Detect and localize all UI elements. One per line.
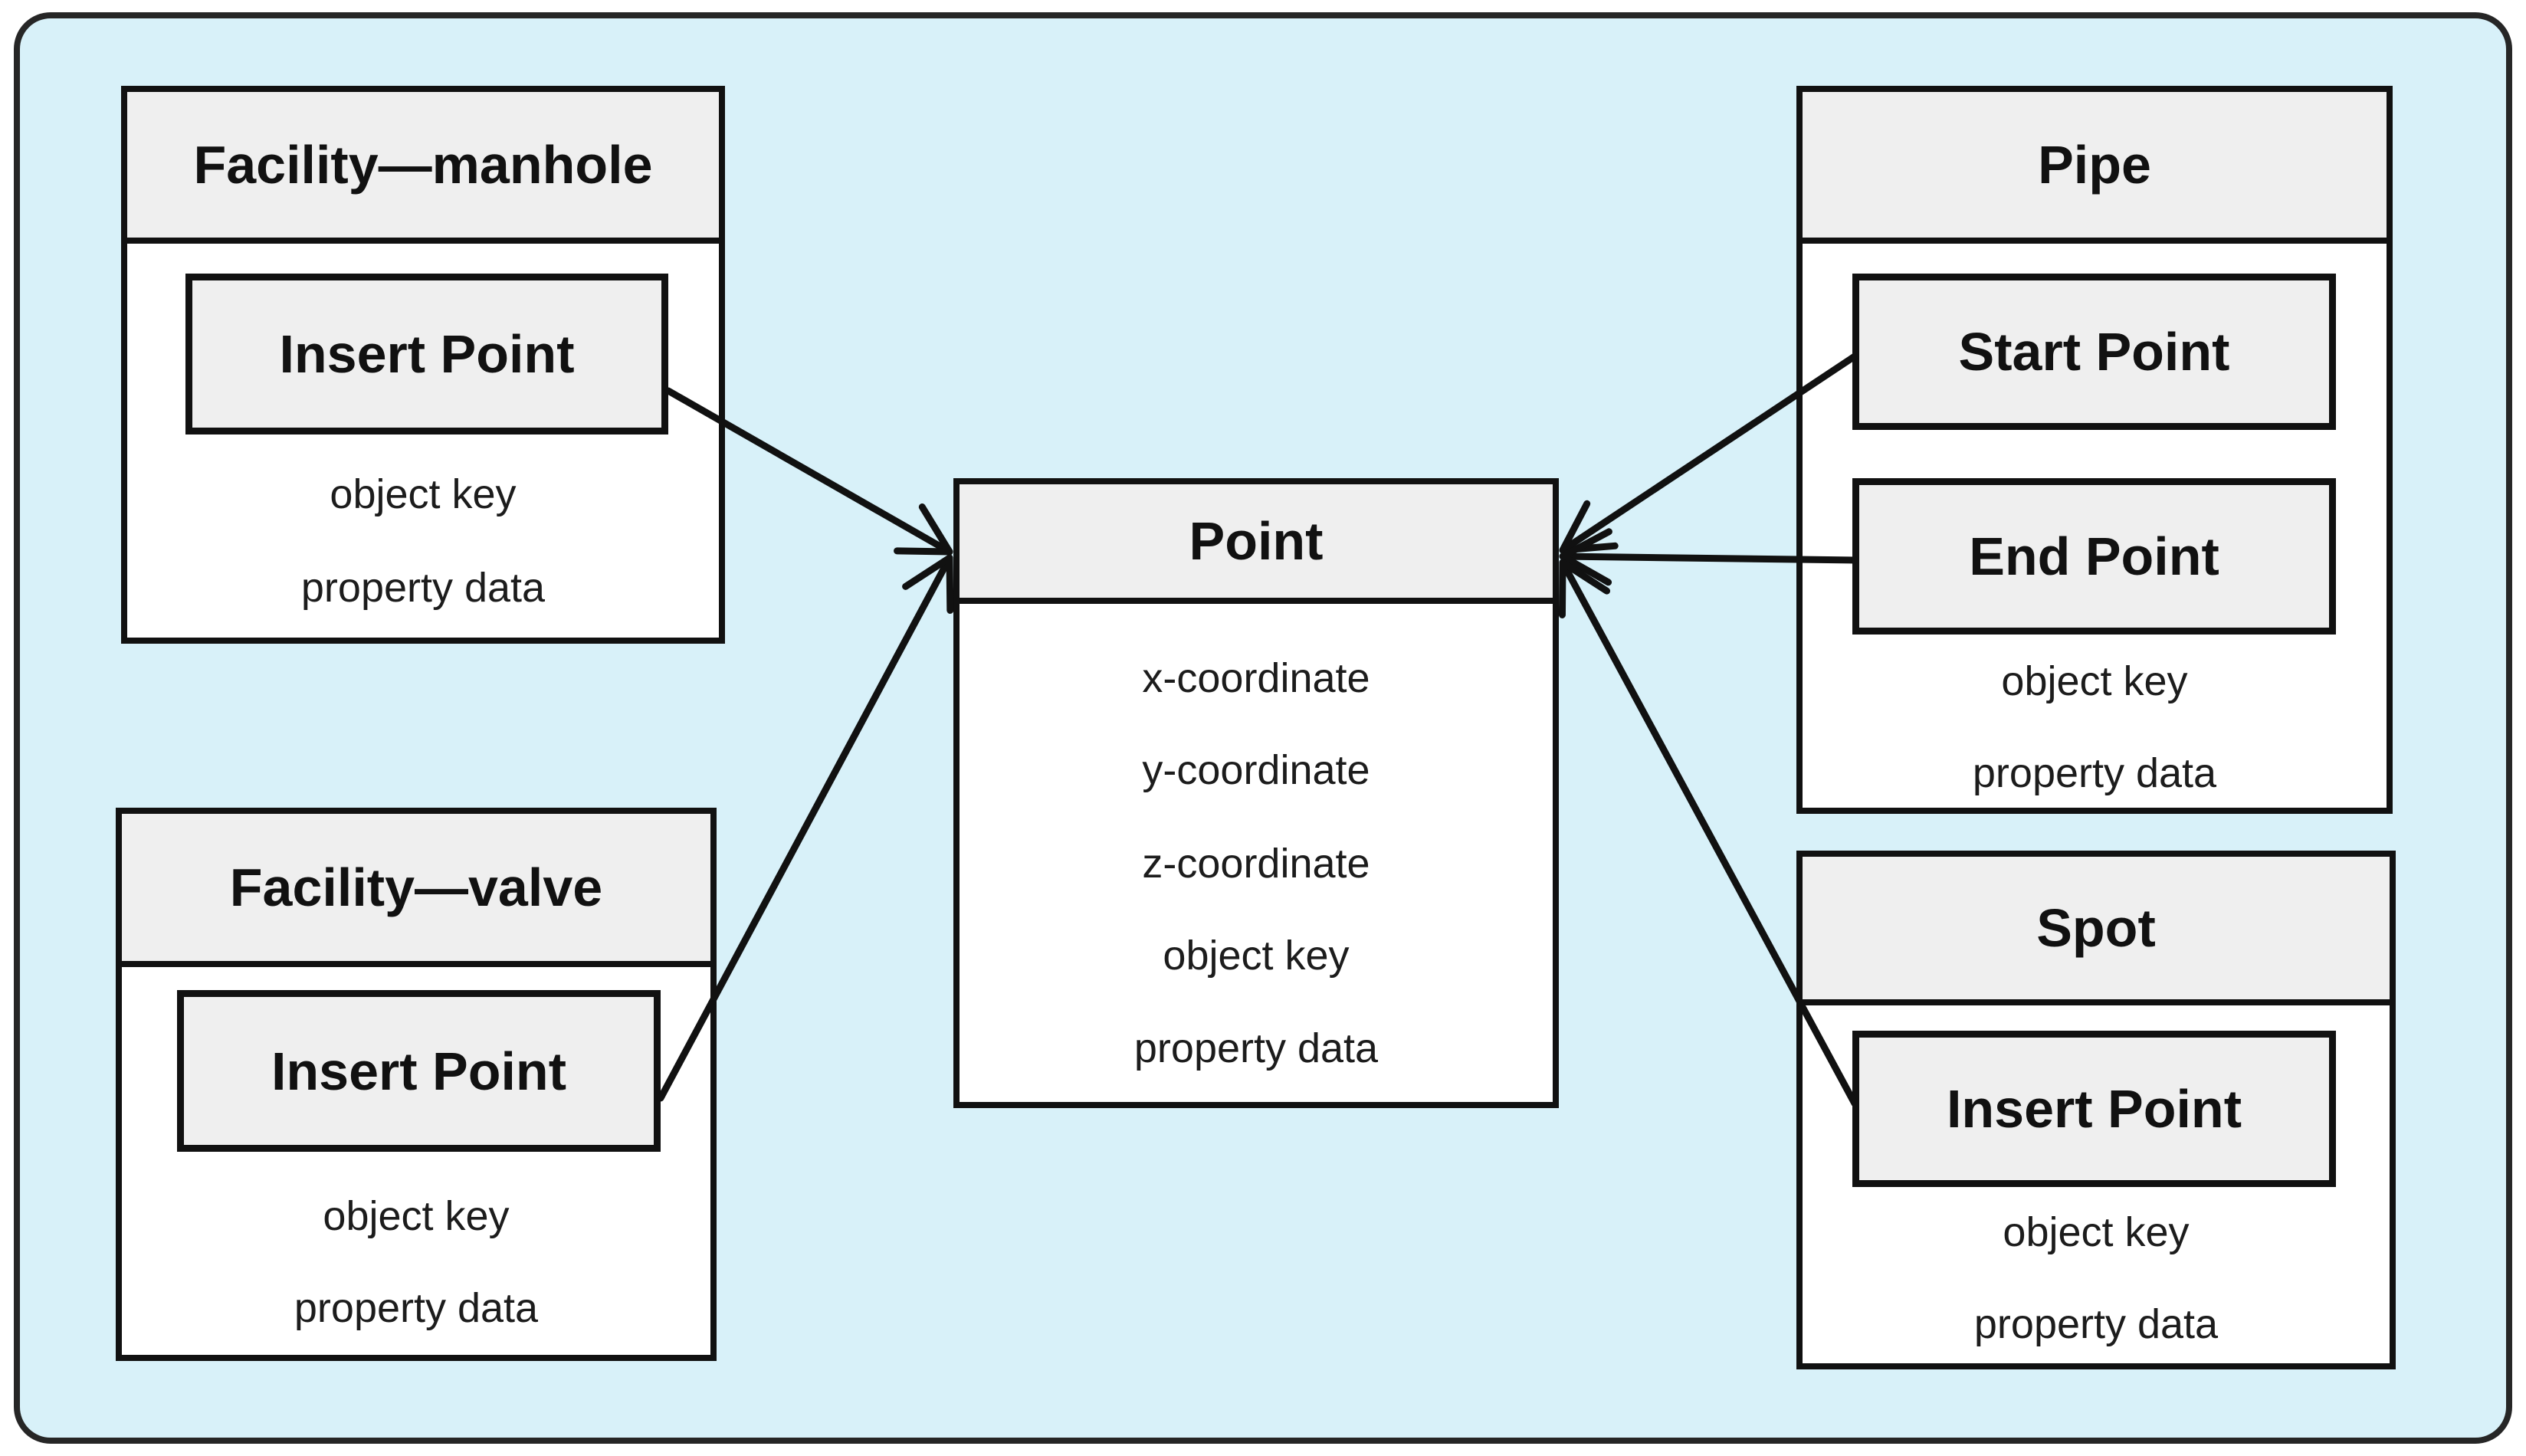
facility-valve-insert-point-label: Insert Point xyxy=(271,1041,567,1101)
facility-manhole-insert-point-box: Insert Point xyxy=(185,274,668,435)
entity-pipe-title: Pipe xyxy=(2038,135,2151,195)
point-attr-property-data: property data xyxy=(1133,1025,1379,1071)
entity-point-header: Point xyxy=(960,484,1553,604)
entity-facility-manhole-title: Facility—manhole xyxy=(193,135,653,195)
entity-pipe: Pipe Start Point End Point object key pr… xyxy=(1796,86,2393,814)
entity-spot-header: Spot xyxy=(1803,857,2390,1005)
pipe-attr-property-data: property data xyxy=(1972,750,2217,796)
facility-valve-attr-property-data: property data xyxy=(294,1285,539,1331)
spot-insert-point-label: Insert Point xyxy=(1946,1079,2242,1139)
pipe-attr-object-key: object key xyxy=(2001,658,2188,704)
entity-facility-manhole: Facility—manhole Insert Point object key… xyxy=(121,86,725,644)
entity-pipe-header: Pipe xyxy=(1803,92,2387,244)
facility-valve-insert-point-box: Insert Point xyxy=(177,990,661,1152)
pipe-end-point-box: End Point xyxy=(1852,478,2336,635)
entity-spot-title: Spot xyxy=(2036,898,2156,958)
entity-facility-manhole-header: Facility—manhole xyxy=(127,92,719,244)
entity-facility-valve-header: Facility—valve xyxy=(122,814,710,967)
pipe-start-point-box: Start Point xyxy=(1852,274,2336,430)
entity-spot: Spot Insert Point object key property da… xyxy=(1796,851,2396,1369)
point-attr-x-coordinate: x-coordinate xyxy=(1142,655,1370,701)
facility-manhole-attr-property-data: property data xyxy=(300,565,546,611)
facility-manhole-insert-point-label: Insert Point xyxy=(279,324,575,384)
point-attr-object-key: object key xyxy=(1163,933,1350,979)
facility-valve-attr-object-key: object key xyxy=(323,1193,510,1239)
pipe-end-point-label: End Point xyxy=(1969,526,2219,586)
spot-attr-object-key: object key xyxy=(2003,1209,2190,1255)
facility-manhole-attr-object-key: object key xyxy=(330,471,517,517)
entity-point: Point x-coordinate y-coordinate z-coordi… xyxy=(953,478,1559,1108)
entity-facility-valve: Facility—valve Insert Point object key p… xyxy=(116,808,717,1361)
entity-facility-valve-title: Facility—valve xyxy=(229,858,603,917)
point-attr-y-coordinate: y-coordinate xyxy=(1142,747,1370,793)
point-attr-z-coordinate: z-coordinate xyxy=(1142,841,1370,887)
spot-attr-property-data: property data xyxy=(1973,1301,2219,1347)
entity-point-title: Point xyxy=(1189,511,1324,571)
pipe-start-point-label: Start Point xyxy=(1958,322,2230,382)
spot-insert-point-box: Insert Point xyxy=(1852,1031,2336,1187)
